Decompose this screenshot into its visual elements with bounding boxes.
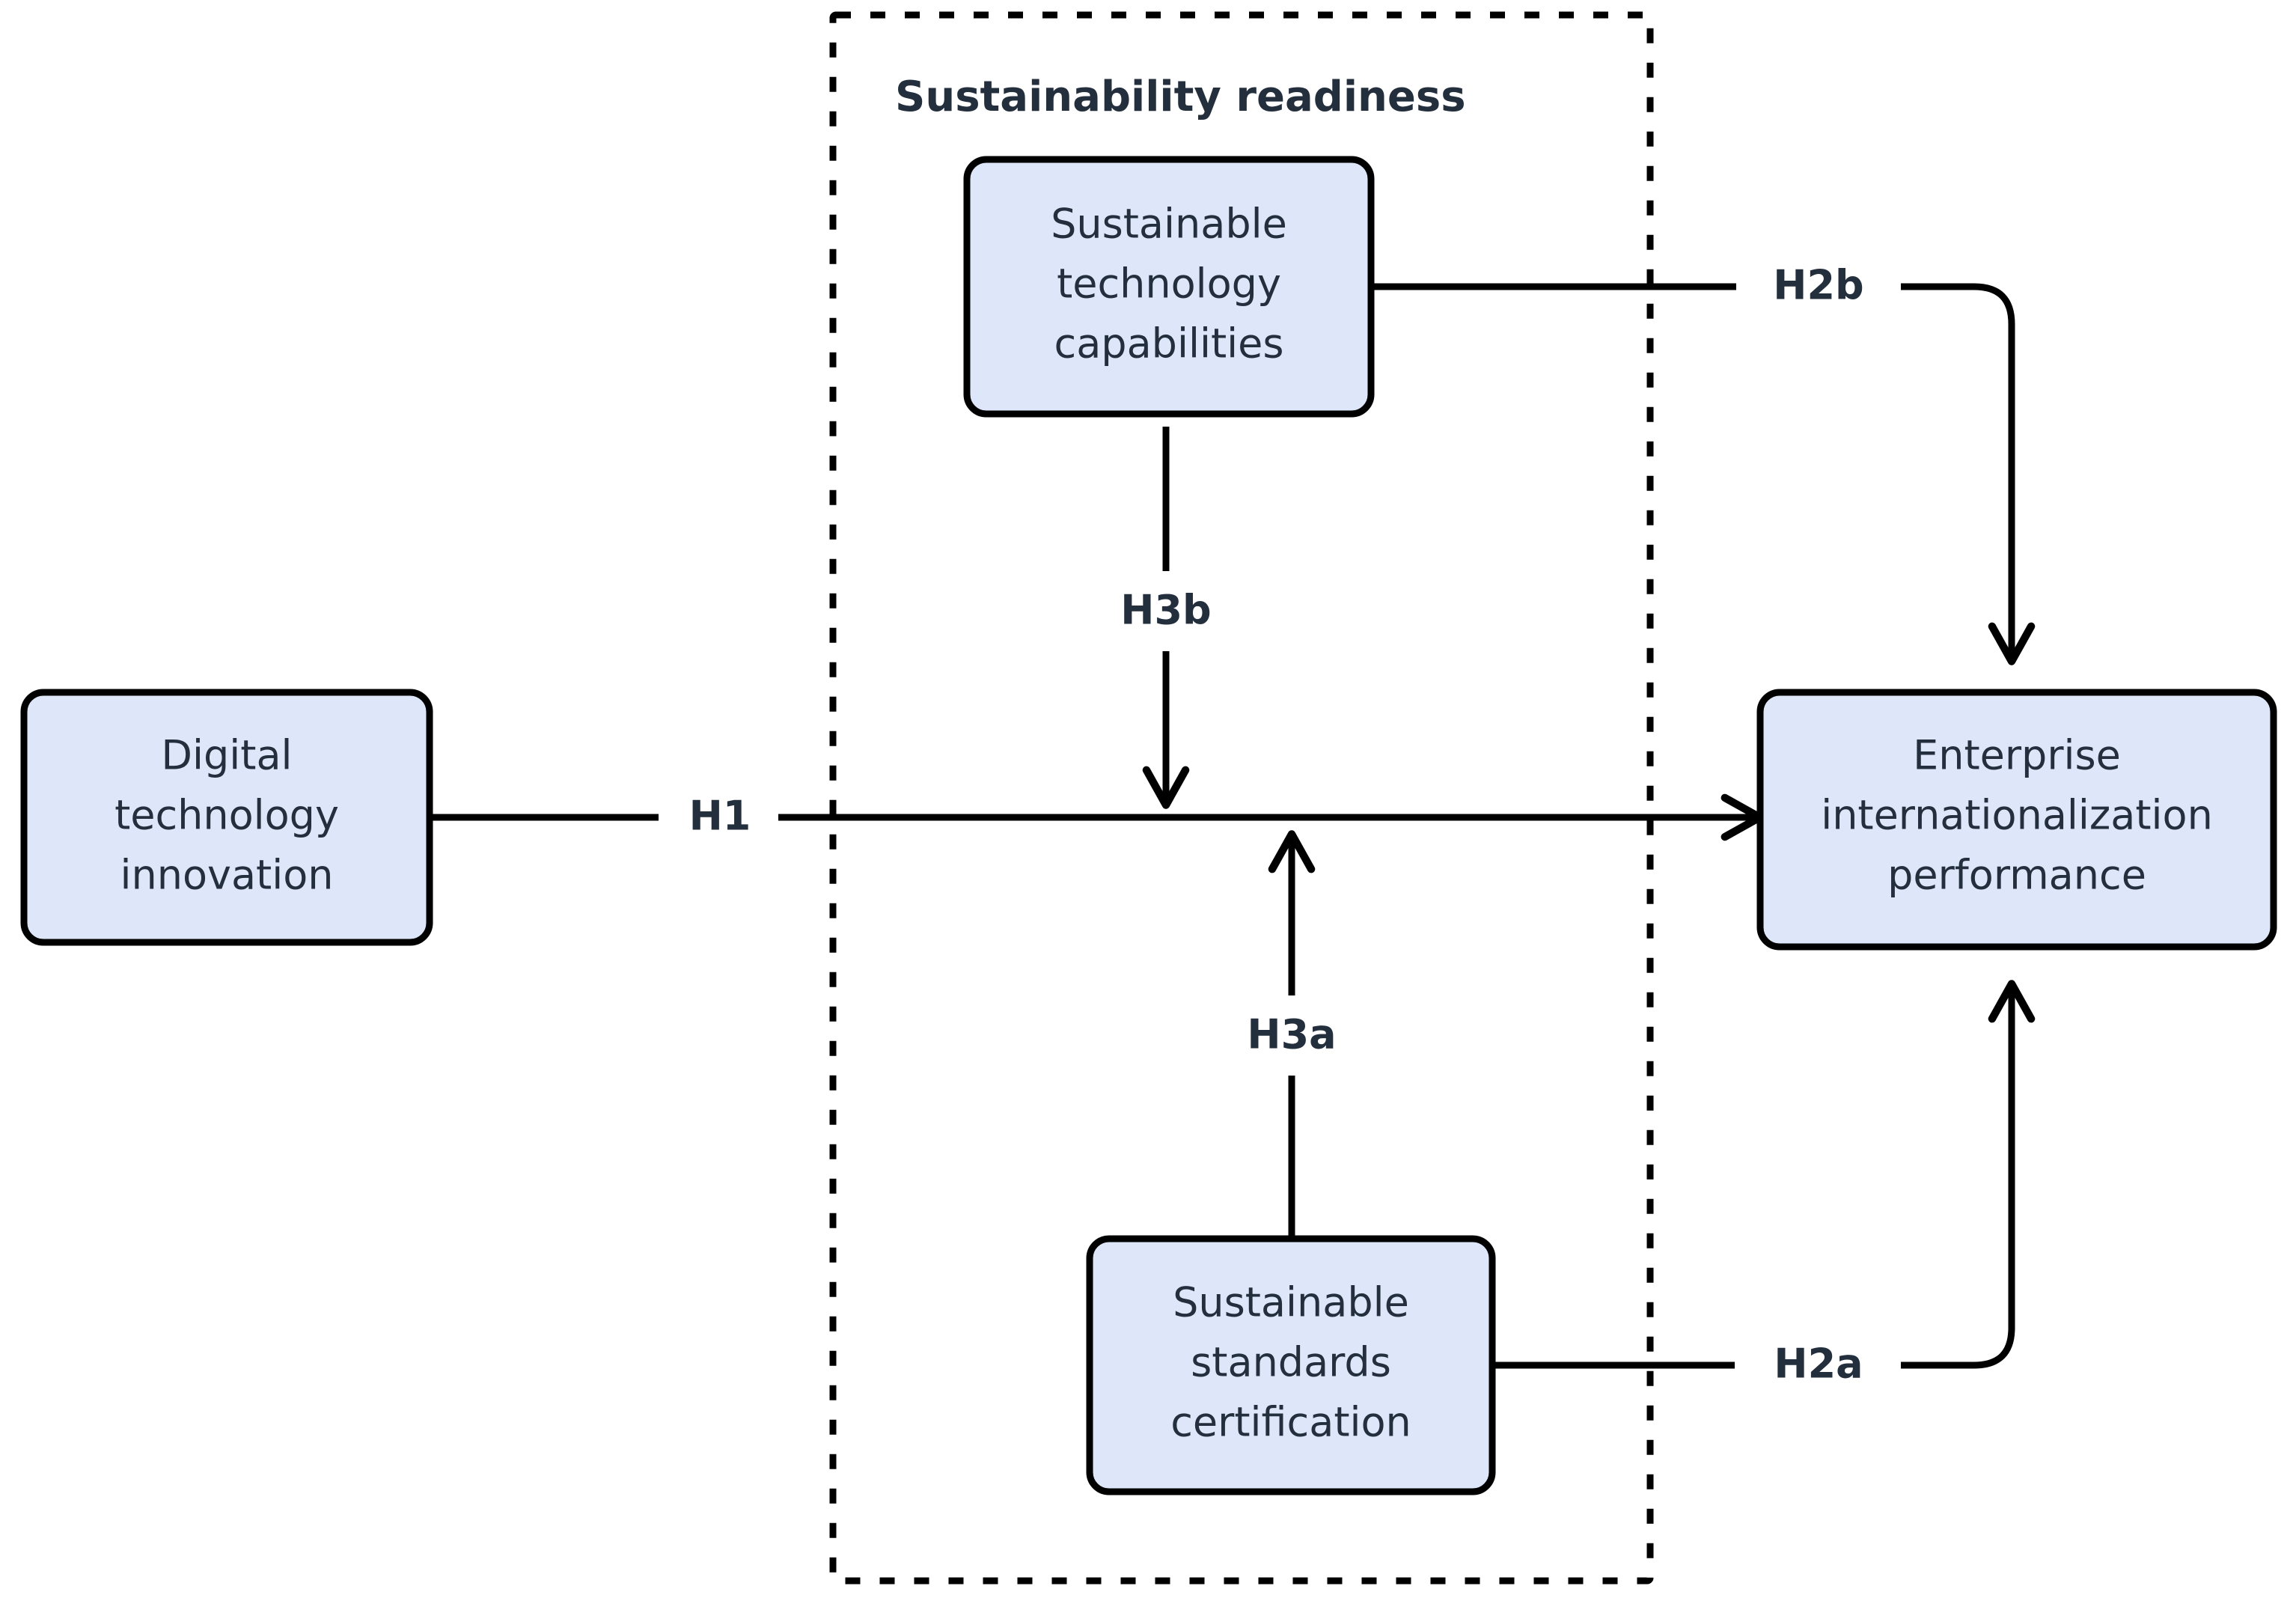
node-label-line-3: innovation [120,852,334,899]
edge-label-h3b: H3b [1120,587,1211,634]
node-label-line-3: certification [1170,1399,1411,1446]
node-label-line-1: Digital [161,732,292,779]
node-label-line-2: technology [1057,260,1281,308]
node-label-line-1: Sustainable [1173,1279,1409,1326]
node-sustainable-standards-certification-box[interactable] [1086,1235,1496,1495]
edge-h2a-segment-right [1901,980,2036,1369]
sustainability-readiness-group-boundary [829,11,1654,1585]
node-sustainable-technology-capabilities[interactable]: Sustainable technology capabilities [963,156,1375,418]
node-label-line-1: Sustainable [1051,201,1287,248]
node-label-line-3: capabilities [1054,320,1284,368]
node-label-line-2: technology [115,792,339,839]
edge-label-h1: H1 [689,793,751,840]
node-digital-technology-innovation-box[interactable] [20,689,433,946]
node-enterprise-internationalization-performance[interactable]: Enterprise internationalization performa… [1756,689,2277,951]
edge-label-h3a: H3a [1247,1011,1336,1058]
edge-label-h2b: H2b [1773,262,1863,309]
node-label-line-2: internationalization [1821,792,2213,839]
group-title-sustainability-readiness: Sustainability readiness [895,73,1466,121]
node-label-line-3: performance [1887,852,2146,899]
edge-label-h1-backdrop [663,778,777,856]
node-sustainable-technology-capabilities-box[interactable] [963,156,1375,418]
edge-label-h2a-backdrop [1738,1326,1899,1404]
edge-label-h2a: H2a [1774,1341,1863,1388]
node-sustainable-standards-certification[interactable]: Sustainable standards certification [1086,1235,1496,1495]
edge-h2b-segment-right [1901,283,2036,665]
node-enterprise-internationalization-performance-box[interactable] [1756,689,2277,951]
edge-label-h3a-backdrop [1211,997,1373,1075]
edge-label-h2b-backdrop [1738,248,1899,326]
node-label-line-1: Enterprise [1913,732,2121,779]
edge-label-h3b-backdrop [1085,573,1247,650]
node-label-line-2: standards [1191,1339,1391,1386]
node-digital-technology-innovation[interactable]: Digital technology innovation [20,689,433,946]
